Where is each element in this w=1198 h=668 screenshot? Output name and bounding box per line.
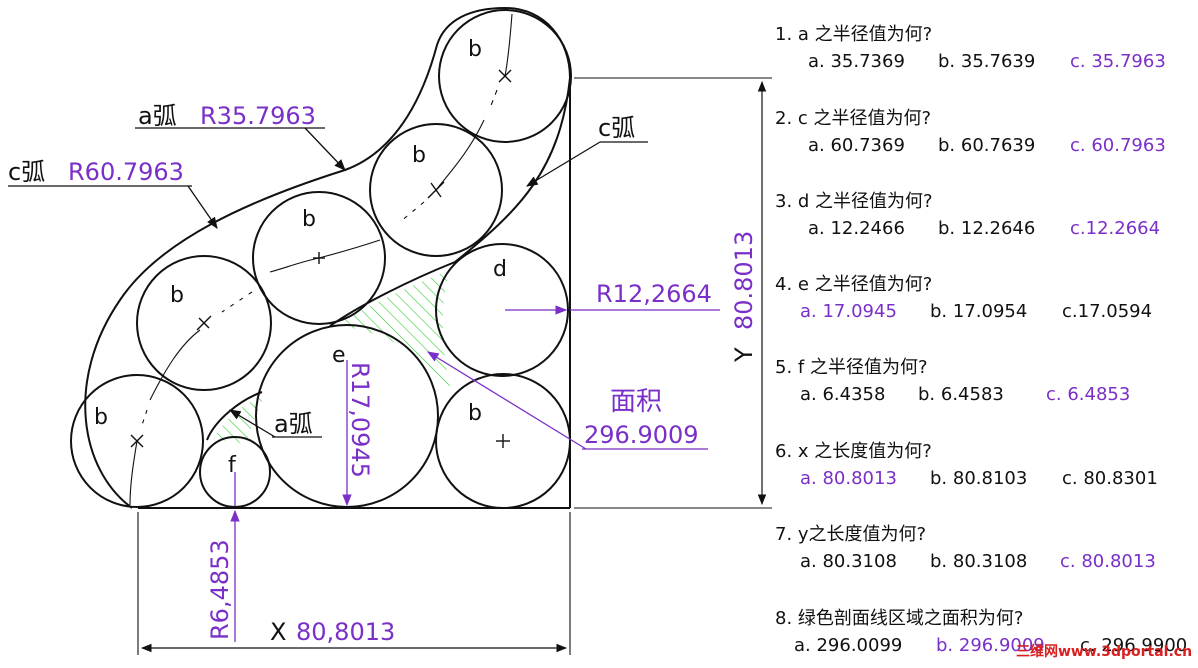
question-1-option-b: b. 35.7639 [938, 51, 1035, 72]
arc-c-tag: c弧 [8, 158, 45, 186]
area-leader: 面积 296.9009 [427, 351, 708, 450]
question-2-option-a: a. 60.7369 [808, 135, 905, 156]
circle-d [435, 243, 569, 377]
arc-a-tag: a弧 [138, 102, 177, 130]
dim-y-prefix: Y [730, 347, 758, 363]
question-3-option-a: a. 12.2466 [808, 218, 905, 239]
question-2: 2. c 之半径值为何? [775, 108, 931, 129]
arc-a-inner-leader: a弧 [228, 409, 322, 438]
question-7: 7. y之长度值为何? [775, 524, 926, 545]
question-6-option-b: b. 80.8103 [930, 468, 1027, 489]
label-circle-b-top: b [468, 37, 482, 62]
question-4-option-b: b. 17.0954 [930, 301, 1027, 322]
question-3: 3. d 之半径值为何? [775, 191, 933, 212]
radius-e-value: R17,0945 [346, 362, 374, 478]
question-3-option-c: c.12.2664 [1070, 218, 1160, 239]
area-title: 面积 [610, 387, 662, 417]
label-circle-b-3: b [302, 207, 316, 232]
circle-b-5 [70, 374, 204, 508]
circle-b-3 [252, 191, 386, 325]
circle-b-2 [369, 123, 503, 257]
question-8-option-b: b. 296.9009 [936, 635, 1045, 656]
question-6: 6. x 之长度值为何? [775, 441, 932, 462]
arc-a-leader: a弧 R35.7963 [135, 102, 346, 171]
question-5-option-a: a. 6.4358 [800, 384, 885, 405]
question-8: 8. 绿色剖面线区域之面积为何? [775, 608, 1023, 629]
radius-e-dim: R17,0945 [342, 360, 374, 507]
hatched-area [335, 270, 452, 395]
question-1-option-a: a. 35.7369 [808, 51, 905, 72]
question-7-option-a: a. 80.3108 [800, 551, 897, 572]
question-8-option-a: a. 296.0099 [794, 635, 902, 656]
label-circle-f: f [228, 453, 237, 478]
circle-f [199, 436, 271, 508]
hatched-area-small [212, 395, 265, 445]
circle-b-4 [136, 255, 272, 391]
arc-a-value: R35.7963 [200, 102, 316, 130]
arc-c-right-tag: c弧 [598, 114, 635, 142]
question-3-option-b: b. 12.2646 [938, 218, 1035, 239]
question-7-option-c: c. 80.8013 [1060, 551, 1156, 572]
dim-x: X 80,8013 [137, 512, 571, 655]
circle-b-top [438, 9, 572, 143]
dim-x-value: 80,8013 [296, 618, 395, 646]
circles [70, 9, 572, 509]
chain-lines [129, 13, 513, 506]
arc-a-inner-tag: a弧 [274, 410, 313, 438]
question-2-option-b: b. 60.7639 [938, 135, 1035, 156]
circle-b-6 [435, 373, 571, 509]
label-circle-b-6: b [468, 401, 482, 426]
question-6-option-a: a. 80.8013 [800, 468, 897, 489]
question-1: 1. a 之半径值为何? [775, 24, 932, 45]
question-4: 4. e 之半径值为何? [775, 274, 932, 295]
dim-y: Y 80.8013 [574, 77, 772, 509]
label-circle-e: e [332, 343, 346, 368]
label-circle-b-4: b [170, 283, 184, 308]
question-list: 1. a 之半径值为何? a. 35.7369 b. 35.7639 c. 35.79… [775, 24, 1187, 656]
radius-f-value: R6,4853 [206, 539, 234, 640]
label-circle-b-5: b [94, 405, 108, 430]
question-7-option-b: b. 80.3108 [930, 551, 1027, 572]
dim-y-value: 80.8013 [730, 231, 758, 330]
arc-c-right-leader: c弧 [525, 114, 648, 187]
radius-d-dim: R12,2664 [505, 280, 720, 315]
question-5: 5. f 之半径值为何? [775, 357, 928, 378]
question-4-option-c: c.17.0594 [1062, 301, 1152, 322]
label-circle-d: d [493, 257, 507, 282]
radius-f-dim: R6,4853 [206, 472, 240, 642]
arc-c-leader: c弧 R60.7963 [8, 158, 218, 229]
question-1-option-c: c. 35.7963 [1070, 51, 1166, 72]
question-5-option-c: c. 6.4853 [1046, 384, 1130, 405]
radius-d-value: R12,2664 [596, 280, 712, 308]
question-8-option-c: c. 296.9900 [1080, 635, 1187, 656]
watermark: 三维网www.3dportal.cn [1016, 643, 1192, 660]
dim-x-prefix: X [270, 618, 286, 646]
question-5-option-b: b. 6.4583 [918, 384, 1004, 405]
circle-e [255, 324, 439, 508]
area-value: 296.9009 [584, 421, 699, 449]
arc-c-value: R60.7963 [68, 158, 184, 186]
label-circle-b-2: b [412, 143, 426, 168]
question-2-option-c: c. 60.7963 [1070, 135, 1166, 156]
question-6-option-c: c. 80.8301 [1062, 468, 1158, 489]
question-4-option-a: a. 17.0945 [800, 301, 897, 322]
